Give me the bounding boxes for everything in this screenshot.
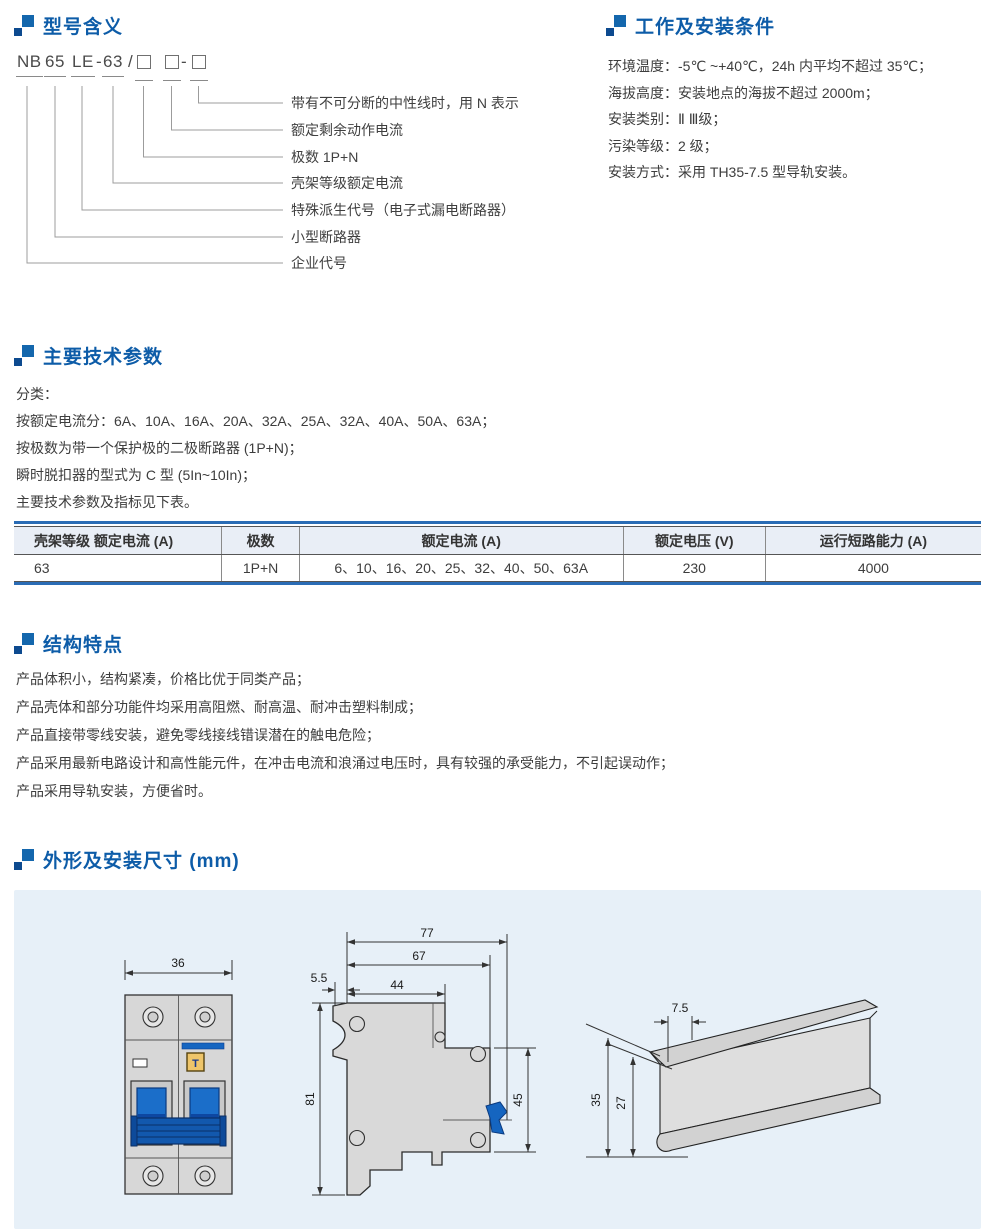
tech-line-current: 按额定电流分：6A、10A、16A、20A、32A、25A、32A、40A、50… (16, 413, 496, 429)
col-frame-current: 壳架等级 额定电流 (A) (14, 526, 222, 555)
dim-rail-35: 35 (589, 1093, 603, 1107)
blue-label-bar (181, 1042, 225, 1050)
side-view-drawing: 77 67 5.5 44 81 45 (303, 926, 536, 1196)
feature-rail: 产品采用导轨安装，方便省时。 (16, 783, 212, 799)
model-seg-dash2: - (181, 52, 188, 71)
cell-rated-voltage: 230 (622, 554, 766, 582)
section-squares-icon (14, 633, 34, 654)
cell-rated-current: 6、10、16、20、25、32、40、50、63A (298, 554, 624, 582)
model-label-derive: 特殊派生代号（电子式漏电断路器） (291, 202, 515, 218)
model-seg-derive: LE (71, 52, 95, 77)
col-short-circuit: 运行短路能力 (A) (764, 526, 981, 555)
model-seg-slash: / (128, 52, 134, 71)
tie-bar-cap-right (219, 1115, 227, 1147)
dim-right-45: 45 (511, 1093, 525, 1107)
section-header-tech: 主要技术参数 (14, 342, 163, 369)
feature-circuit: 产品采用最新电路设计和高性能元件，在冲击电流和浪涌过电压时，具有较强的承受能力，… (16, 755, 674, 771)
model-label-residual: 额定剩余动作电流 (291, 122, 403, 138)
col-rated-voltage: 额定电压 (V) (622, 526, 766, 555)
breaker-body-side (332, 1002, 491, 1196)
dim-depth-77: 77 (420, 926, 434, 940)
indicator-window (132, 1058, 148, 1068)
model-label-brand: 企业代号 (291, 255, 347, 271)
col-rated-current: 额定电流 (A) (298, 526, 624, 555)
tech-line-trip: 瞬时脱扣器的型式为 C 型 (5In~10In)； (16, 467, 256, 483)
toggle-lever-side (485, 1101, 508, 1135)
test-button-label: T (192, 1058, 199, 1070)
dim-depth-67: 67 (412, 949, 426, 963)
model-box-neutral (190, 52, 208, 81)
model-label-frame: 壳架等级额定电流 (291, 175, 403, 191)
model-seg-series: 65 (44, 52, 66, 77)
section-squares-icon (14, 345, 34, 366)
model-connector-lines (26, 86, 283, 264)
tech-line-poles: 按极数为带一个保护极的二极断路器 (1P+N)； (16, 440, 303, 456)
section-squares-icon (14, 15, 34, 36)
tie-bar-cap-left (130, 1115, 138, 1147)
cell-poles: 1P+N (221, 554, 300, 582)
din-rail-drawing: 7.5 35 27 (585, 999, 881, 1158)
model-seg-frame: 63 (102, 52, 124, 77)
tech-line-class: 分类： (16, 386, 58, 402)
tie-bar-ridges (134, 1124, 223, 1138)
tech-table-header-row: 壳架等级 额定电流 (A) 极数 额定电流 (A) 额定电压 (V) 运行短路能… (14, 526, 981, 555)
condition-pollution: 污染等级：2 级； (608, 137, 718, 154)
condition-altitude: 海拔高度：安装地点的海拔不超过 2000m； (608, 84, 879, 101)
condition-category: 安装类别：Ⅱ Ⅲ级； (608, 111, 727, 127)
model-box-poles (135, 52, 153, 81)
cell-frame-current: 63 (14, 554, 222, 582)
section-squares-icon (606, 15, 626, 36)
col-poles: 极数 (221, 526, 300, 555)
dim-lip-7-5: 7.5 (672, 1001, 689, 1015)
model-seg-brand: NB (16, 52, 43, 77)
rail-bottom-flange (656, 1087, 881, 1153)
feature-size: 产品体积小，结构紧凑，价格比优于同类产品； (16, 671, 310, 687)
test-button (186, 1052, 205, 1072)
section-header-dimensions: 外形及安装尺寸 (mm) (14, 846, 240, 873)
tech-table-row: 63 1P+N 6、10、16、20、25、32、40、50、63A 230 4… (14, 554, 981, 582)
tech-table-wrap: 壳架等级 额定电流 (A) 极数 额定电流 (A) 额定电压 (V) 运行短路能… (14, 521, 981, 585)
dim-height-81: 81 (303, 1092, 317, 1106)
feature-neutral: 产品直接带零线安装，避免零线接线错误潜在的触电危险； (16, 727, 380, 743)
front-view-drawing: 36 T (124, 956, 233, 1195)
features-list: 产品体积小，结构紧凑，价格比优于同类产品； 产品壳体和部分功能件均采用高阻燃、耐… (16, 665, 674, 805)
dim-rail-27: 27 (614, 1096, 628, 1110)
condition-mounting: 安装方式：采用 TH35-7.5 型导轨安装。 (608, 164, 857, 180)
section-title-conditions: 工作及安装条件 (635, 17, 776, 38)
model-code-diagram: NB 65 LE - 63 / - 带有不可分断的中性线时，用 N 表示 额定剩… (16, 52, 596, 282)
model-label-neutral: 带有不可分断的中性线时，用 N 表示 (291, 95, 519, 111)
section-title-tech: 主要技术参数 (43, 347, 164, 368)
model-box-residual (163, 52, 181, 81)
rail-top-flange (648, 999, 879, 1068)
model-seg-dash1: - (96, 52, 103, 71)
feature-material: 产品壳体和部分功能件均采用高阻燃、耐高温、耐冲击塑料制成； (16, 699, 422, 715)
terminal-screw-slots (147, 1011, 211, 1182)
section-header-features: 结构特点 (14, 630, 123, 657)
side-screw-holes (348, 1015, 487, 1149)
model-label-poles: 极数 1P+N (291, 149, 359, 165)
section-header-model: 型号含义 (14, 12, 123, 39)
dim-width-36: 36 (171, 956, 185, 970)
conditions-list: 环境温度：-5℃ ~+40℃，24h 内平均不超过 35℃； 海拔高度：安装地点… (608, 53, 932, 186)
section-title-model: 型号含义 (43, 17, 124, 38)
tech-table: 壳架等级 额定电流 (A) 极数 额定电流 (A) 额定电压 (V) 运行短路能… (14, 526, 981, 582)
tech-paragraph: 分类： 按额定电流分：6A、10A、16A、20A、32A、25A、32A、40… (16, 381, 495, 516)
tech-line-table: 主要技术参数及指标见下表。 (16, 494, 198, 510)
section-title-dimensions: 外形及安装尺寸 (mm) (43, 851, 240, 872)
dimension-drawings-panel: 36 T (14, 890, 981, 1229)
condition-temperature: 环境温度：-5℃ ~+40℃，24h 内平均不超过 35℃； (608, 58, 933, 74)
dim-notch-5-5: 5.5 (311, 971, 328, 985)
section-title-features: 结构特点 (43, 635, 124, 656)
cell-short-circuit: 4000 (764, 554, 981, 582)
model-label-mcb: 小型断路器 (291, 229, 361, 245)
section-squares-icon (14, 849, 34, 870)
section-header-conditions: 工作及安装条件 (606, 12, 775, 39)
dim-top-44: 44 (390, 978, 404, 992)
